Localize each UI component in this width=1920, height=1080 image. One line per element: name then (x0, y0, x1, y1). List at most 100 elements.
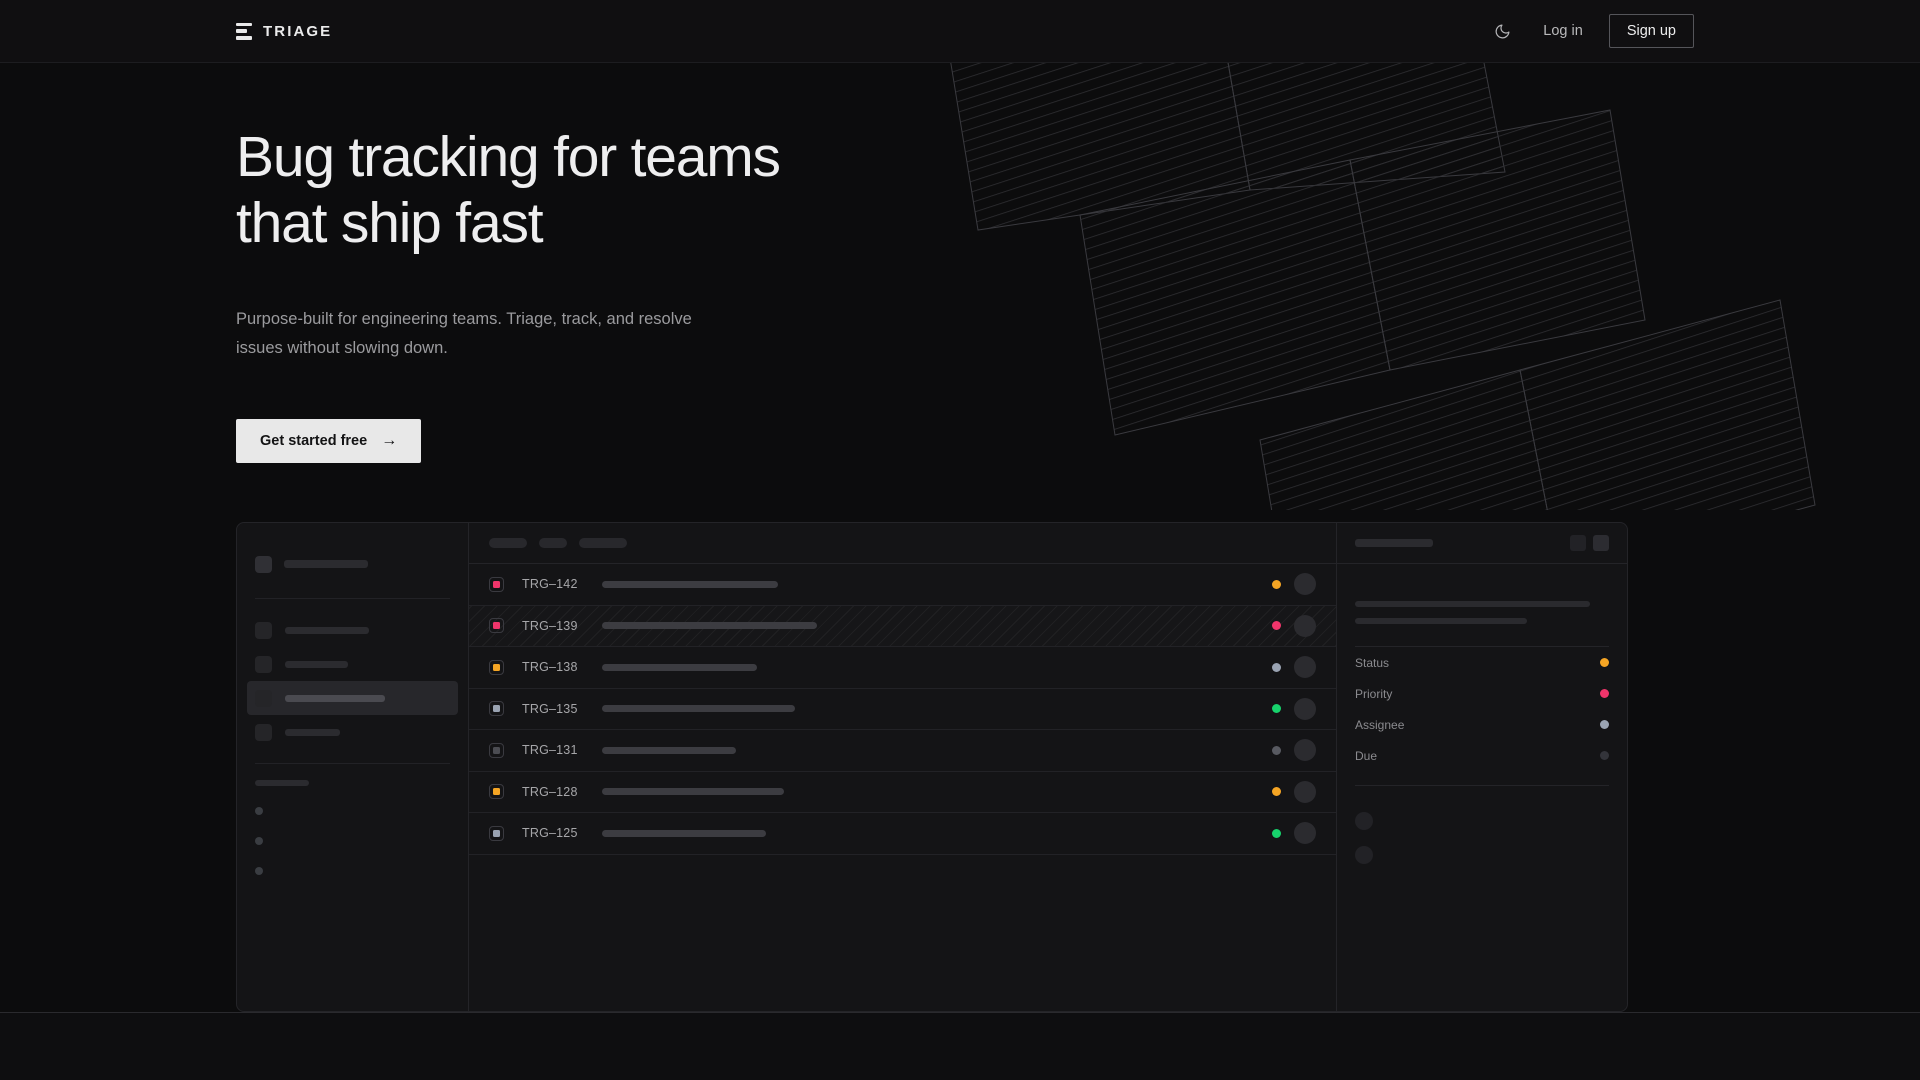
priority-badge-icon (489, 742, 504, 758)
detail-meta-label: Assignee (1355, 717, 1405, 732)
filter-pill-3[interactable] (579, 538, 627, 548)
avatar (1294, 614, 1316, 637)
hero-decoration (920, 40, 1920, 510)
priority-badge-icon (489, 576, 504, 592)
avatar (1294, 780, 1316, 803)
issue-title-skeleton (602, 829, 766, 837)
detail-meta-label: Priority (1355, 686, 1393, 701)
issue-row[interactable]: TRG–142 (469, 564, 1336, 606)
avatar (1294, 739, 1316, 762)
detail-action-1-button[interactable] (1570, 535, 1586, 551)
filter-pill-1[interactable] (489, 538, 527, 548)
status-dot-icon (1272, 621, 1281, 631)
issue-row[interactable]: TRG–138 (469, 647, 1336, 689)
brand-name: TRIAGE (263, 22, 333, 40)
issue-row-meta (1272, 656, 1316, 679)
sidebar-item-3-label (285, 694, 385, 702)
detail-comment-2 (1355, 838, 1609, 872)
sub-item-2-dot-icon (255, 837, 263, 845)
sidebar-section-heading (237, 764, 468, 786)
sidebar-item-4-icon (255, 723, 272, 741)
detail-meta-row[interactable]: Priority (1355, 678, 1609, 709)
workspace-avatar (255, 555, 272, 573)
issue-row-meta (1272, 573, 1316, 596)
login-link[interactable]: Log in (1543, 23, 1583, 39)
sub-item-1-dot-icon (255, 807, 263, 815)
hero-heading-line2: that ship fast (236, 191, 544, 256)
issue-title-skeleton (602, 705, 795, 713)
signup-button[interactable]: Sign up (1608, 14, 1694, 48)
status-dot-icon (1272, 579, 1281, 589)
status-dot-icon (1272, 704, 1281, 714)
issue-row-meta (1272, 739, 1316, 762)
detail-header-title-skeleton (1355, 539, 1433, 547)
detail-meta-row[interactable]: Assignee (1355, 709, 1609, 740)
sidebar-item-1[interactable] (247, 613, 458, 647)
nav-actions: Log in Sign up (1485, 14, 1694, 48)
issue-id: TRG–138 (522, 660, 578, 675)
sidebar-item-1-label (285, 626, 369, 634)
issue-title-skeleton (602, 663, 757, 671)
brand-logo[interactable]: TRIAGE (236, 22, 333, 40)
priority-badge-icon (489, 659, 504, 675)
detail-meta-value-dot-icon (1600, 720, 1609, 729)
issue-id: TRG–125 (522, 826, 578, 841)
issue-title-skeleton (602, 622, 817, 630)
moon-icon[interactable] (1485, 14, 1519, 48)
detail-meta-value-dot-icon (1600, 751, 1609, 760)
sidebar-item-2-icon (255, 655, 272, 673)
issue-title-skeleton (602, 788, 784, 796)
avatar (1294, 573, 1316, 596)
status-dot-icon (1272, 745, 1281, 755)
sidebar-item-2[interactable] (247, 647, 458, 681)
detail-meta-row[interactable]: Due (1355, 740, 1609, 771)
detail-divider-1 (1355, 646, 1609, 647)
issue-id: TRG–131 (522, 743, 578, 758)
issue-id: TRG–142 (522, 577, 578, 592)
workspace-name-skeleton (284, 560, 368, 568)
status-dot-icon (1272, 828, 1281, 838)
sidebar-item-3-active[interactable] (247, 681, 458, 715)
issue-row[interactable]: TRG–135 (469, 689, 1336, 730)
sidebar-sub-item-1[interactable] (255, 796, 450, 826)
issue-id: TRG–135 (522, 701, 578, 716)
comment-2-avatar (1355, 846, 1373, 864)
detail-header-actions (1570, 535, 1609, 551)
sidebar-item-3-icon (255, 689, 272, 707)
sidebar-sub-item-2[interactable] (255, 826, 450, 856)
detail-meta-value-dot-icon (1600, 658, 1609, 667)
issue-row[interactable]: TRG–139 (469, 605, 1336, 647)
status-dot-icon (1272, 662, 1281, 672)
priority-badge-icon (489, 784, 504, 800)
sidebar-nav (237, 599, 468, 749)
issue-id: TRG–128 (522, 784, 578, 799)
issue-row-meta (1272, 614, 1316, 637)
issue-row[interactable]: TRG–131 (469, 730, 1336, 772)
issue-title-skeleton (602, 580, 778, 588)
comment-1-avatar (1355, 812, 1373, 830)
get-started-button[interactable]: Get started free → (236, 418, 422, 463)
sidebar-sub-item-3[interactable] (255, 856, 450, 886)
hero-subheading: Purpose-built for engineering teams. Tri… (236, 310, 692, 358)
detail-header (1337, 523, 1627, 564)
detail-meta-value-dot-icon (1600, 689, 1609, 698)
detail-meta-row[interactable]: Status (1355, 647, 1609, 678)
detail-action-2-button[interactable] (1593, 535, 1609, 551)
issue-row[interactable]: TRG–128 (469, 772, 1336, 813)
sidebar-item-2-label (285, 660, 348, 668)
sidebar-item-4[interactable] (247, 715, 458, 749)
issue-row-meta (1272, 780, 1316, 803)
sidebar-item-1-icon (255, 621, 272, 639)
workspace-switcher[interactable] (237, 523, 468, 581)
filter-pill-2[interactable] (539, 538, 567, 548)
decorative-panels (949, 41, 1816, 510)
issue-row[interactable]: TRG–125 (469, 813, 1336, 855)
detail-body-line-2 (1355, 618, 1527, 624)
